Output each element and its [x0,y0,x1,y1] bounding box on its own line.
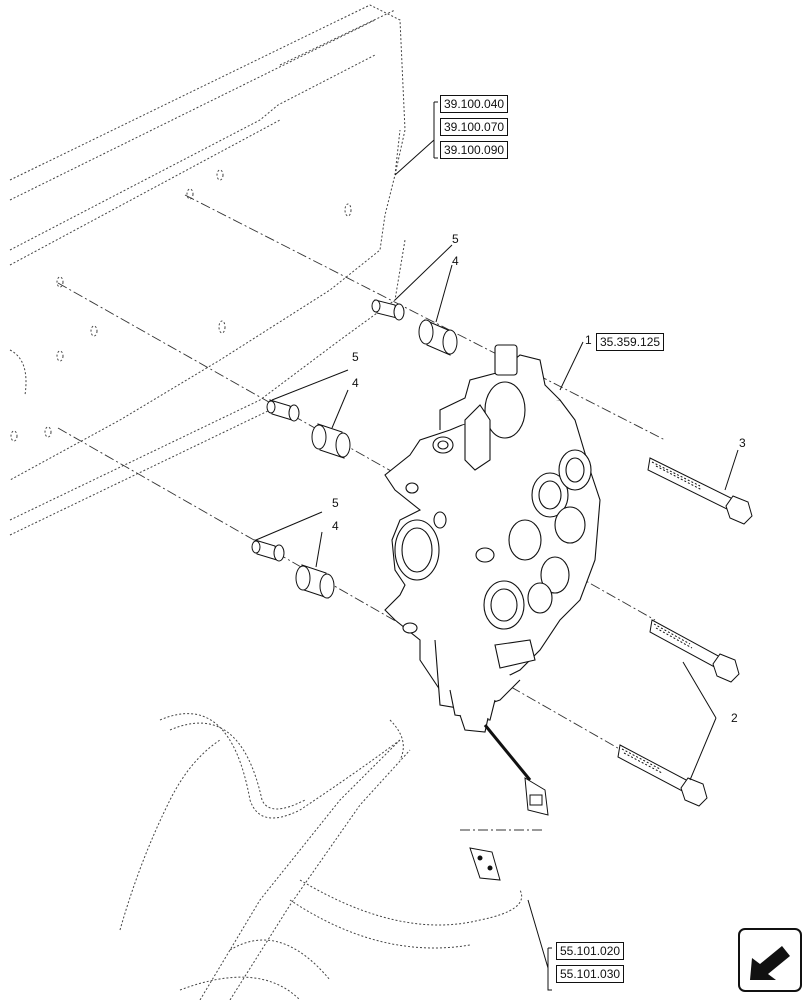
sleeve-upper [371,299,405,321]
bolt-item-3 [647,457,753,525]
sensor-wire [469,724,549,881]
leader-lines [255,101,739,991]
callout-sleeve-2: 5 [352,350,359,364]
callout-spacer-3: 4 [332,519,339,533]
spacer-lower [295,564,335,599]
bolt-item-2-lower [617,744,708,807]
ref-box-top-1: 39.100.040 [440,95,509,113]
callout-spacer-2: 4 [352,376,359,390]
ref-box-top-3: 39.100.090 [440,141,509,159]
callout-bolts-long: 2 [731,711,738,725]
ref-box-bottom-2: 55.101.030 [556,965,625,983]
spacer-upper [418,319,458,356]
callout-sleeve-1: 5 [452,232,459,246]
callout-spacer-1: 4 [452,254,459,268]
bolt-item-2-upper [649,619,740,683]
spacer-parts [295,319,458,599]
ref-box-top-2: 39.100.070 [440,118,509,136]
bolt-parts [617,457,753,807]
next-page-arrow-icon[interactable] [738,928,802,992]
hose-ghost [119,713,522,1000]
frame-ghost [9,4,406,536]
sleeve-lower [251,539,285,562]
callout-valve: 1 [585,333,592,347]
sleeve-middle [266,399,300,422]
control-valve [384,344,601,733]
ref-box-bottom-1: 55.101.020 [556,942,625,960]
callout-sleeve-3: 5 [332,496,339,510]
ref-box-valve: 35.359.125 [596,333,665,351]
callout-bolt-upper: 3 [739,436,746,450]
spacer-middle [311,423,351,459]
sleeve-parts [251,299,405,562]
